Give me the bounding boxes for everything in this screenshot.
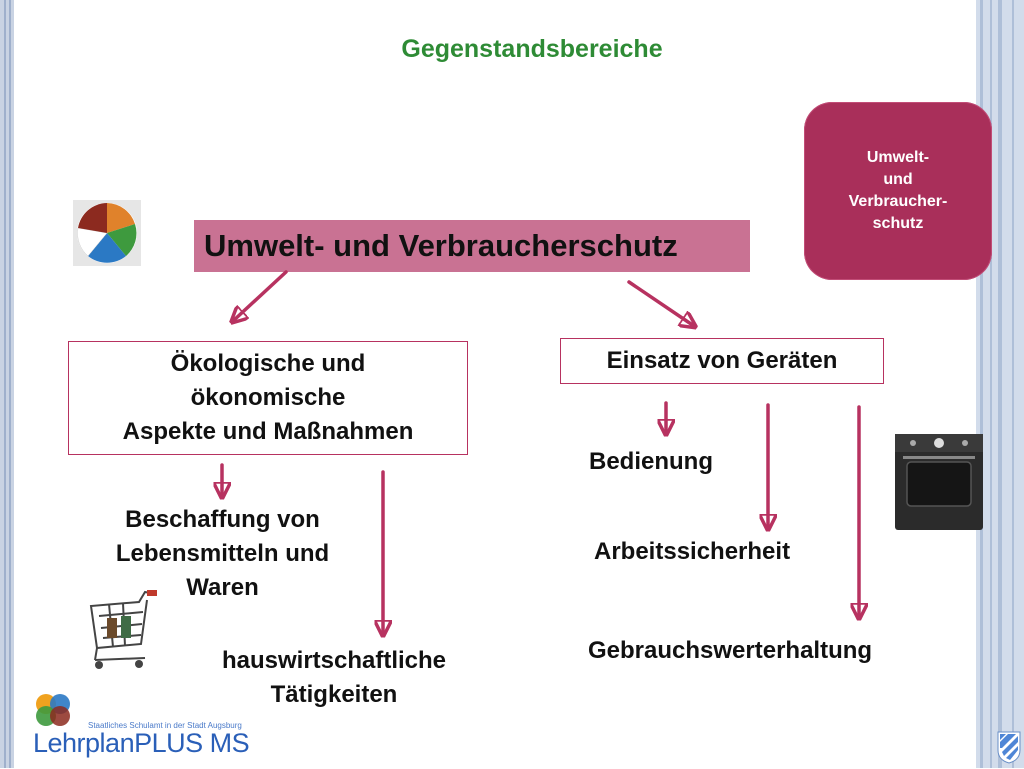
box-line: Aspekte und Maßnahmen [122, 418, 414, 445]
badge-line: und [883, 171, 913, 188]
badge-line: schutz [872, 215, 924, 232]
subject-pie-icon [73, 200, 141, 266]
slide-heading: Gegenstandsbereiche [401, 35, 663, 63]
school-office-text: Staatliches Schulamt in der Stadt Augsbu… [88, 721, 242, 730]
lehrplanplus-logo-text: LehrplanPLUS MS [33, 728, 250, 758]
topic-badge: Umwelt- und Verbraucher- schutz [804, 102, 992, 280]
procurement-label: Beschaffung von Lebensmitteln und Waren [80, 503, 365, 605]
box-line: Ökologische und [170, 350, 366, 377]
label-line: Waren [186, 574, 259, 601]
label-line: Beschaffung von [125, 506, 320, 533]
household-activities-label: hauswirtschaftliche Tätigkeiten [195, 644, 473, 712]
appliances-box: Einsatz von Geräten [560, 338, 884, 384]
work-safety-label: Arbeitssicherheit [594, 538, 791, 565]
oven-icon [893, 432, 985, 532]
ecology-economy-box: Ökologische und ökonomische Aspekte und … [68, 341, 468, 455]
operation-label: Bedienung [589, 448, 713, 475]
arrow [627, 280, 694, 326]
value-preservation-label: Gebrauchswerterhaltung [588, 637, 873, 664]
lehrplanplus-logo-icon [32, 690, 74, 730]
arrow [233, 270, 288, 321]
left-border-decoration [0, 0, 14, 768]
bavarian-crest-icon [996, 730, 1022, 764]
label-line: hauswirtschaftliche [221, 647, 447, 674]
main-topic-box: Umwelt- und Verbraucherschutz [194, 220, 750, 272]
box-line: ökonomische [190, 384, 346, 411]
label-line: Lebensmitteln und [115, 540, 330, 567]
badge-line: Umwelt- [866, 149, 930, 166]
shopping-cart-icon [85, 588, 160, 673]
badge-line: Verbraucher- [848, 193, 948, 210]
label-line: Tätigkeiten [270, 681, 398, 708]
